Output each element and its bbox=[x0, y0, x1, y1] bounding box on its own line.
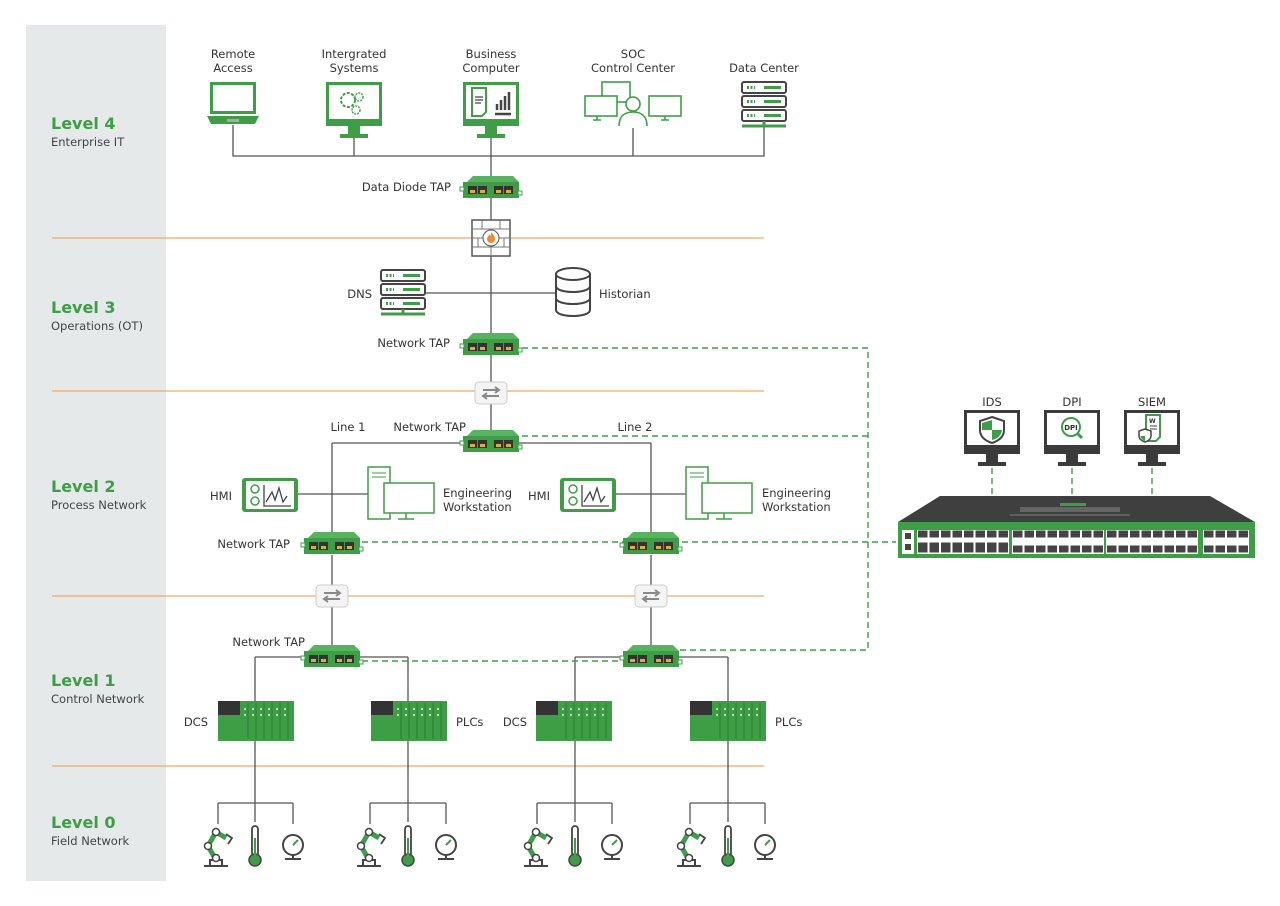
level-1-subtitle: Control Network bbox=[51, 692, 145, 706]
data-diode-tap-label: Data Diode TAP bbox=[362, 180, 451, 194]
level-3-title: Level 3 bbox=[51, 298, 116, 317]
thermometer-icon bbox=[401, 825, 415, 867]
dpi-monitor-icon[interactable]: DPI bbox=[1044, 410, 1100, 466]
line2-switch-icon[interactable] bbox=[634, 584, 668, 608]
monitoring-links bbox=[362, 347, 1153, 662]
level1-network-tap-icon-line2[interactable] bbox=[619, 644, 683, 668]
level1-network-tap-label: Network TAP bbox=[232, 635, 305, 649]
data-center-server-icon[interactable] bbox=[740, 80, 788, 128]
robot-arm-icon bbox=[204, 829, 232, 867]
dpi-icon-text: DPI bbox=[1064, 424, 1078, 432]
level-0-subtitle: Field Network bbox=[51, 834, 130, 848]
ids-monitor-icon[interactable] bbox=[964, 410, 1020, 466]
line2-network-tap-icon[interactable] bbox=[619, 531, 683, 555]
data-center-label: Data Center bbox=[729, 61, 799, 75]
line1-network-tap-icon[interactable] bbox=[300, 531, 364, 555]
magnifier-icon bbox=[1061, 417, 1081, 437]
hmi-label-line2: HMI bbox=[528, 489, 550, 503]
line1-network-tap-label: Network TAP bbox=[217, 537, 290, 551]
level-0-title: Level 0 bbox=[51, 813, 116, 832]
dcs-controller-icon-line1[interactable] bbox=[217, 700, 295, 742]
level3-network-tap-label: Network TAP bbox=[377, 336, 450, 350]
line1-switch-icon[interactable] bbox=[315, 584, 349, 608]
gear-icon bbox=[340, 92, 356, 108]
dcs-controller-icon-line2[interactable] bbox=[535, 700, 613, 742]
document-icon bbox=[471, 87, 487, 117]
hmi-icon-line1[interactable] bbox=[241, 477, 299, 513]
robot-arm-icon bbox=[357, 829, 385, 867]
level1-network-tap-icon-line1[interactable] bbox=[300, 644, 364, 668]
thermometer-icon bbox=[568, 825, 582, 867]
gauge-icon bbox=[601, 834, 623, 860]
flame-icon bbox=[487, 232, 495, 243]
historian-database-icon[interactable] bbox=[555, 267, 591, 317]
gauge-icon bbox=[435, 834, 457, 860]
plcs-label-line2: PLCs bbox=[775, 715, 802, 729]
level-3-subtitle: Operations (OT) bbox=[51, 319, 143, 333]
hmi-label-line1: HMI bbox=[210, 489, 232, 503]
level-2-subtitle: Process Network bbox=[51, 498, 147, 512]
plc-controller-icon-line1[interactable] bbox=[370, 700, 448, 742]
level-4-title: Level 4 bbox=[51, 114, 116, 133]
thermometer-icon bbox=[721, 825, 735, 867]
dcs-label-line1: DCS bbox=[184, 715, 208, 729]
level2-network-tap-label: Network TAP bbox=[393, 420, 466, 434]
field-devices bbox=[204, 825, 776, 867]
gauge-icon bbox=[282, 834, 304, 860]
siem-label: SIEM bbox=[1138, 395, 1166, 409]
line-2-label: Line 2 bbox=[618, 420, 653, 434]
dpi-label: DPI bbox=[1062, 395, 1081, 409]
hmi-icon-line2[interactable] bbox=[559, 477, 617, 513]
dns-label: DNS bbox=[347, 287, 372, 301]
level-sidebar bbox=[26, 25, 166, 881]
thermometer-icon bbox=[248, 825, 262, 867]
firewall-icon[interactable] bbox=[471, 219, 511, 257]
level-1-title: Level 1 bbox=[51, 671, 116, 690]
plc-controller-icon-line2[interactable] bbox=[689, 700, 767, 742]
laptop-icon[interactable] bbox=[207, 82, 259, 124]
line-1-label: Line 1 bbox=[331, 420, 366, 434]
ids-label: IDS bbox=[982, 395, 1002, 409]
robot-arm-icon bbox=[677, 829, 705, 867]
dns-server-icon[interactable] bbox=[379, 268, 427, 316]
business-computer-monitor-icon[interactable] bbox=[463, 82, 519, 138]
integrated-systems-monitor-icon[interactable] bbox=[326, 82, 382, 138]
level-2-title: Level 2 bbox=[51, 477, 116, 496]
switch-icon[interactable] bbox=[474, 381, 508, 405]
data-diode-tap-icon[interactable] bbox=[459, 175, 523, 199]
workstation-icon-line1[interactable] bbox=[367, 466, 435, 520]
gauge-icon bbox=[754, 834, 776, 860]
siem-monitor-icon[interactable]: W bbox=[1124, 410, 1180, 466]
workstation-icon-line2[interactable] bbox=[685, 466, 753, 520]
soc-operator-icon[interactable] bbox=[584, 81, 682, 127]
plcs-label-line1: PLCs bbox=[456, 715, 483, 729]
robot-arm-icon bbox=[524, 829, 552, 867]
level2-network-tap-icon[interactable] bbox=[459, 429, 523, 453]
bar-chart-icon bbox=[495, 92, 511, 116]
network-packet-broker[interactable] bbox=[898, 496, 1255, 558]
siem-doc-text: W bbox=[1149, 418, 1156, 425]
dcs-label-line2: DCS bbox=[503, 715, 527, 729]
level-4-subtitle: Enterprise IT bbox=[51, 135, 125, 149]
level3-network-tap-icon[interactable] bbox=[459, 332, 523, 356]
historian-label: Historian bbox=[599, 287, 651, 301]
